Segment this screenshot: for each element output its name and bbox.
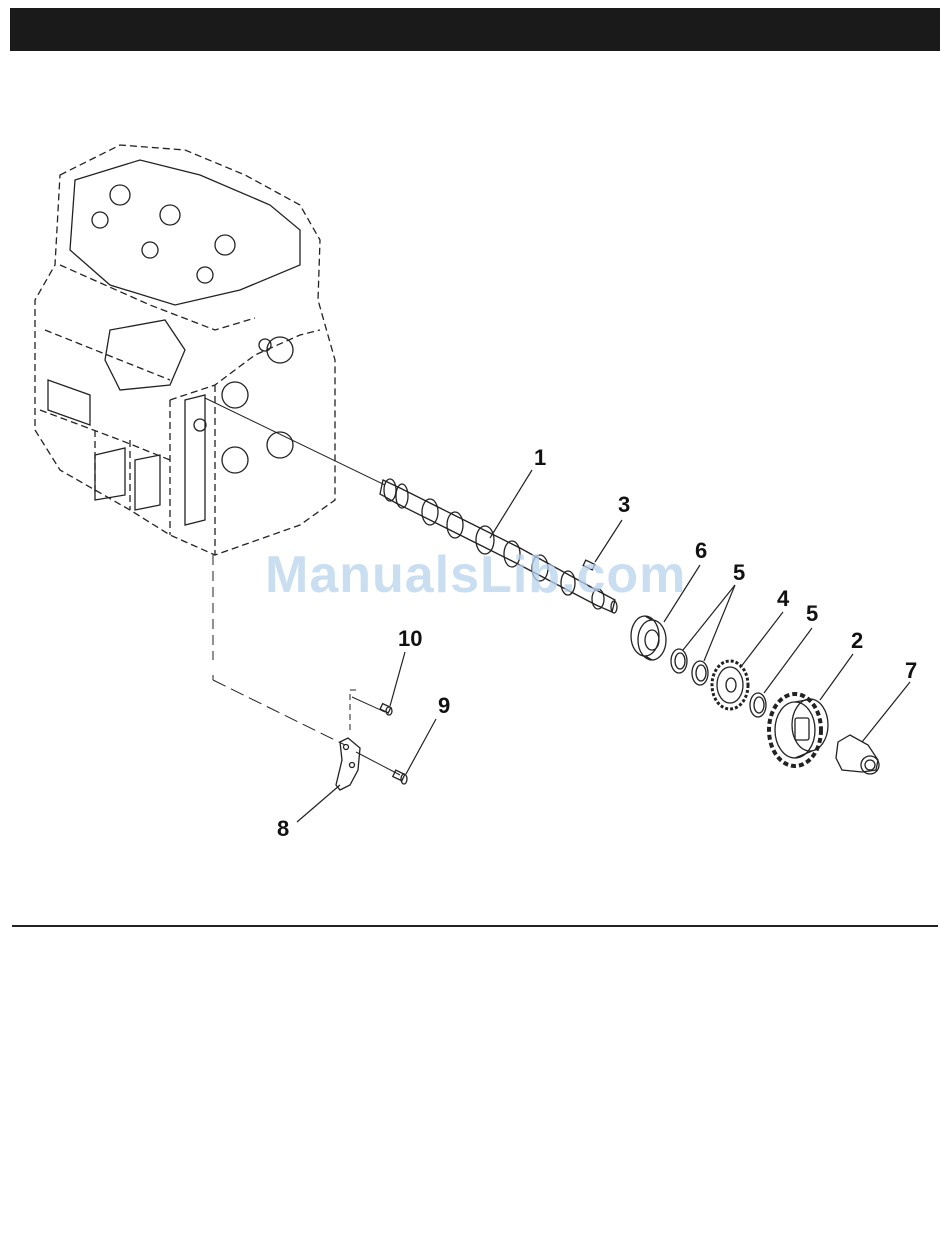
camshaft-axis-line	[205, 398, 385, 485]
callout-6: 6	[695, 538, 707, 563]
callout-7: 7	[905, 658, 917, 683]
callout-5a: 5	[733, 560, 745, 585]
bolt-9-part	[393, 770, 407, 784]
callout-4: 4	[777, 586, 790, 611]
engine-block-detail	[48, 160, 300, 525]
section-divider	[12, 925, 938, 927]
small-gear-part	[712, 661, 748, 709]
large-gear-part	[769, 694, 828, 766]
callout-3: 3	[618, 492, 630, 517]
callout-labels: 1 2 3 4 5 5 6 7 8 9 10	[277, 445, 917, 841]
bracket-part	[336, 738, 360, 790]
callout-2: 2	[851, 628, 863, 653]
callout-9: 9	[438, 693, 450, 718]
callout-5b: 5	[806, 601, 818, 626]
bearing-part	[631, 616, 666, 660]
callout-8: 8	[277, 816, 289, 841]
watermark-text: ManualsLib.com	[265, 545, 686, 605]
retaining-rings	[671, 649, 766, 717]
callout-1: 1	[534, 445, 546, 470]
callout-10: 10	[398, 626, 422, 651]
end-cover-part	[836, 735, 879, 774]
